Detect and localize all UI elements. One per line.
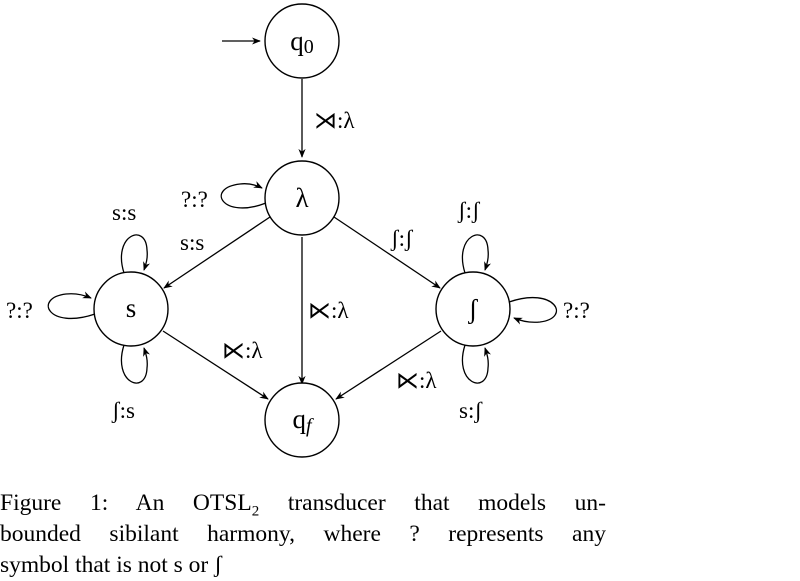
edge-label-s-self-top: s:s (112, 200, 136, 225)
caption-figure-label: Figure 1: (0, 490, 109, 516)
state-qf-subscript: f (306, 415, 314, 437)
state-lambda-label: λ (295, 183, 308, 213)
state-q0-subscript: 0 (304, 36, 314, 58)
caption-line-2: bounded sibilant harmony, where ? repres… (0, 521, 606, 547)
state-qf-label: q (292, 404, 306, 434)
edge-label-s-self-bottom: ʃ:s (111, 398, 135, 423)
svg-text:q0: q0 (290, 26, 314, 58)
edge-s-self-loop-top (120, 234, 150, 274)
caption-line-3: symbol that is not s or ʃ (0, 552, 222, 578)
edge-esh-self-loop-bottom (461, 344, 491, 384)
edge-lambda-esh (333, 216, 441, 289)
edge-label-esh-qf: ⋉:λ (396, 368, 437, 393)
state-s-label: s (126, 293, 137, 323)
edge-lambda-s (163, 216, 271, 289)
edge-label-esh-self-top: ʃ:ʃ (457, 198, 481, 223)
edge-label-q0-lambda: ⋊:λ (314, 108, 355, 133)
svg-text:qf: qf (292, 404, 314, 437)
edge-label-lambda-s: s:s (180, 230, 204, 255)
state-q0: q0 (264, 3, 340, 79)
transducer-diagram: ⋊:λ ?:? s:s ʃ:ʃ ⋉:λ s:s ?:? ʃ:s ʃ:ʃ ?:? … (6, 3, 590, 458)
state-s: s (93, 271, 169, 347)
edge-esh-self-loop-top (461, 234, 491, 274)
caption-line-1: Figure 1: An OTSL2 transducer that model… (0, 488, 606, 519)
state-lambda: λ (264, 160, 340, 236)
state-esh-label: ʃ (468, 294, 479, 324)
state-qf: qf (264, 382, 340, 458)
edge-lambda-self-loop (220, 181, 267, 209)
edge-s-self-loop-bottom (120, 344, 150, 384)
edge-label-lambda-esh: ʃ:ʃ (390, 226, 414, 251)
edge-s-self-loop-left (47, 291, 96, 320)
caption-text-b: transducer that models un- (287, 490, 606, 516)
edge-s-qf (162, 330, 269, 400)
edge-label-lambda-qf: ⋉:λ (308, 298, 349, 323)
edge-esh-self-loop-right (508, 296, 558, 325)
caption-text-a: An OTSL (135, 490, 252, 516)
edge-label-esh-self-bottom: s:ʃ (459, 398, 483, 423)
edge-label-esh-self-right: ?:? (563, 298, 590, 323)
state-esh: ʃ (435, 271, 511, 347)
caption-subscript: 2 (251, 503, 260, 520)
edge-label-s-qf: ⋉:λ (222, 338, 263, 363)
edge-label-s-self-left: ?:? (6, 298, 33, 323)
state-q0-label: q (290, 26, 304, 56)
edge-label-lambda-self: ?:? (181, 187, 208, 212)
edge-esh-qf (335, 330, 442, 400)
figure-caption: Figure 1: An OTSL2 transducer that model… (0, 488, 606, 581)
